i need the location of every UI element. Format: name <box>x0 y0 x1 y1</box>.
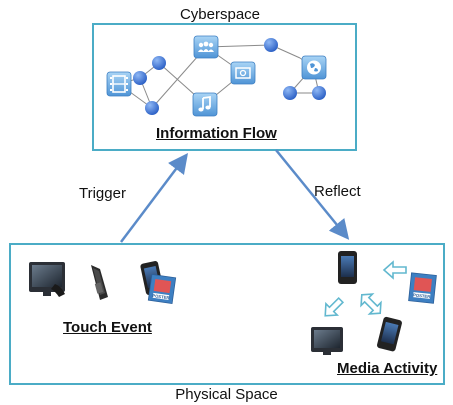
svg-text:POSTER: POSTER <box>413 292 431 299</box>
cyberspace-title: Cyberspace <box>179 6 261 23</box>
monitor-icon <box>29 262 65 297</box>
smartphone-icon <box>377 316 402 352</box>
touch-event-label: Touch Event <box>63 319 152 336</box>
poster-icon: POSTER <box>408 272 437 304</box>
globe-icon <box>301 55 327 80</box>
network-node <box>152 56 166 70</box>
people-icon <box>193 35 219 59</box>
network-node <box>312 86 326 100</box>
physical-space-title: Physical Space <box>175 386 278 403</box>
svg-text:POSTER: POSTER <box>152 293 170 300</box>
network-node <box>145 101 159 115</box>
cyberspace-box <box>92 23 357 151</box>
network-node <box>283 86 297 100</box>
network-node <box>133 71 147 85</box>
reflect-label: Reflect <box>314 183 361 200</box>
network-nodes <box>133 38 326 115</box>
reflect-arrow <box>275 149 350 240</box>
music-note-icon <box>192 92 218 117</box>
hollow-arrow-down-left <box>324 296 345 317</box>
information-flow-label: Information Flow <box>156 125 277 142</box>
trigger-arrow <box>120 153 189 243</box>
media-activity-label: Media Activity <box>337 360 438 377</box>
network-node <box>264 38 278 52</box>
flip-phone-icon <box>91 265 108 300</box>
film-icon <box>106 71 132 97</box>
trigger-label: Trigger <box>79 185 126 202</box>
monitor-icon <box>311 327 343 355</box>
smartphone-icon <box>338 251 357 284</box>
photo-icon <box>230 61 256 85</box>
hollow-arrow-left <box>382 260 407 280</box>
poster-icon: POSTER <box>147 274 177 304</box>
hollow-double-arrow <box>360 293 382 315</box>
